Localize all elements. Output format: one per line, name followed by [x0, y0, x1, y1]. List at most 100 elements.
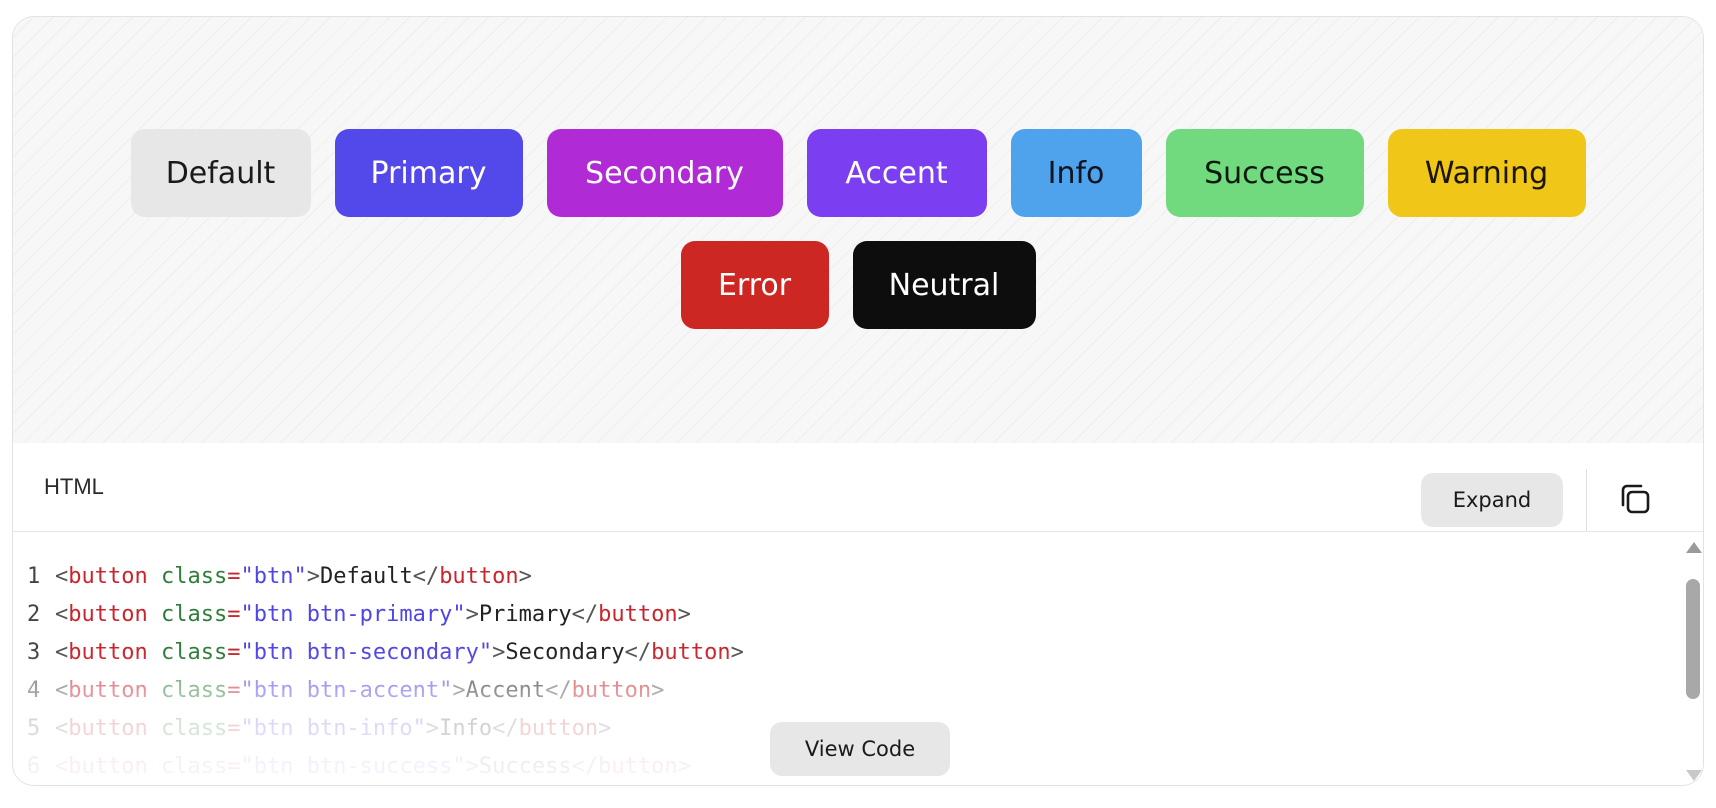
view-code-button[interactable]: View Code	[770, 722, 950, 776]
code-punct: >	[677, 754, 691, 779]
code-punct: <	[55, 602, 69, 627]
code-quote: "	[412, 716, 426, 741]
scroll-thumb[interactable]	[1686, 579, 1700, 699]
secondary-button[interactable]: Secondary	[546, 129, 783, 217]
code-eq: =	[227, 602, 241, 627]
code-punct: >	[425, 716, 440, 741]
code-quote: "	[452, 602, 466, 627]
code-attr: class	[160, 564, 228, 589]
code-example-card: Default Primary Secondary Accent Info Su…	[12, 16, 1704, 786]
code-punct: >	[465, 602, 479, 627]
code-space	[148, 564, 161, 589]
code-punct: <	[55, 564, 69, 589]
code-attr: class	[160, 678, 228, 703]
code-punct: >	[598, 716, 612, 741]
code-tag: button	[68, 754, 148, 779]
code-eq: =	[227, 678, 241, 703]
language-label: HTML	[44, 474, 104, 499]
warning-button[interactable]: Warning	[1387, 129, 1586, 217]
code-punct: >	[730, 640, 744, 665]
copy-button[interactable]	[1615, 479, 1655, 519]
scroll-up-arrow-icon[interactable]	[1686, 542, 1702, 553]
code-punct: </	[571, 754, 599, 779]
code-punct: </	[492, 716, 519, 741]
code-tag: button	[518, 716, 599, 741]
code-tag: button	[651, 640, 731, 665]
code-tag: button	[439, 564, 519, 589]
code-line: 1<button class="btn">Default</button>	[27, 558, 744, 596]
code-attr: class	[160, 640, 228, 665]
code-punct: >	[677, 602, 691, 627]
code-punct: </	[624, 640, 652, 665]
code-tag: button	[68, 716, 148, 741]
vertical-scrollbar[interactable]	[1682, 532, 1703, 785]
code-attr: class	[160, 716, 228, 741]
code-header: HTML Expand	[13, 443, 1703, 532]
preview-area: Default Primary Secondary Accent Info Su…	[13, 17, 1703, 444]
code-attr: class	[160, 602, 228, 627]
code-quote: "	[240, 716, 254, 741]
code-text: Primary	[478, 602, 572, 627]
code-space	[148, 678, 161, 703]
code-punct: <	[55, 640, 69, 665]
code-attr: class	[160, 754, 228, 779]
accent-button[interactable]: Accent	[806, 129, 987, 217]
line-number: 1	[27, 564, 41, 589]
code-tag: button	[68, 564, 148, 589]
code-quote: "	[240, 678, 254, 703]
code-punct: >	[651, 678, 665, 703]
expand-button[interactable]: Expand	[1421, 473, 1563, 527]
code-tag: button	[68, 678, 148, 703]
code-class-value: btn btn-success	[253, 754, 453, 779]
neutral-button[interactable]: Neutral	[852, 241, 1036, 329]
code-tag: button	[571, 678, 652, 703]
button-row-2: Error Neutral	[13, 241, 1703, 329]
line-number: 4	[27, 678, 41, 703]
code-line: 4<button class="btn btn-accent">Accent</…	[27, 672, 744, 710]
code-class-value: btn btn-info	[253, 716, 413, 741]
code-class-value: btn	[253, 564, 294, 589]
default-button[interactable]: Default	[130, 129, 311, 217]
code-eq: =	[227, 716, 241, 741]
code-punct: >	[465, 754, 479, 779]
code-tag: button	[68, 640, 148, 665]
code-space	[148, 640, 161, 665]
code-punct: >	[306, 564, 320, 589]
code-class-value: btn btn-primary	[253, 602, 453, 627]
code-text: Secondary	[505, 640, 625, 665]
code-eq: =	[227, 754, 241, 779]
code-line: 3<button class="btn btn-secondary">Secon…	[27, 634, 744, 672]
code-quote: "	[240, 564, 254, 589]
error-button[interactable]: Error	[680, 241, 829, 329]
code-eq: =	[227, 564, 241, 589]
code-punct: </	[412, 564, 440, 589]
code-eq: =	[227, 640, 241, 665]
code-space	[148, 602, 161, 627]
code-punct: <	[55, 716, 69, 741]
code-quote: "	[240, 602, 254, 627]
button-row-1: Default Primary Secondary Accent Info Su…	[13, 129, 1703, 217]
line-number: 3	[27, 640, 41, 665]
code-area: 1<button class="btn">Default</button>2<b…	[13, 532, 1703, 785]
code-quote: "	[240, 640, 254, 665]
info-button[interactable]: Info	[1010, 129, 1142, 217]
code-tag: button	[598, 602, 678, 627]
code-punct: <	[55, 678, 69, 703]
scroll-down-arrow-icon[interactable]	[1686, 770, 1702, 781]
success-button[interactable]: Success	[1165, 129, 1364, 217]
code-class-value: btn btn-accent	[253, 678, 440, 703]
code-punct: </	[545, 678, 572, 703]
code-space	[148, 754, 161, 779]
code-text: Success	[478, 754, 572, 779]
primary-button[interactable]: Primary	[334, 129, 523, 217]
header-divider	[1586, 469, 1587, 531]
code-punct: <	[55, 754, 69, 779]
code-punct: >	[518, 564, 532, 589]
code-quote: "	[439, 678, 453, 703]
code-tag: button	[68, 602, 148, 627]
code-quote: "	[452, 754, 466, 779]
code-quote: "	[240, 754, 254, 779]
code-space	[148, 716, 161, 741]
code-lines: 1<button class="btn">Default</button>2<b…	[27, 558, 744, 785]
copy-icon	[1621, 484, 1650, 514]
